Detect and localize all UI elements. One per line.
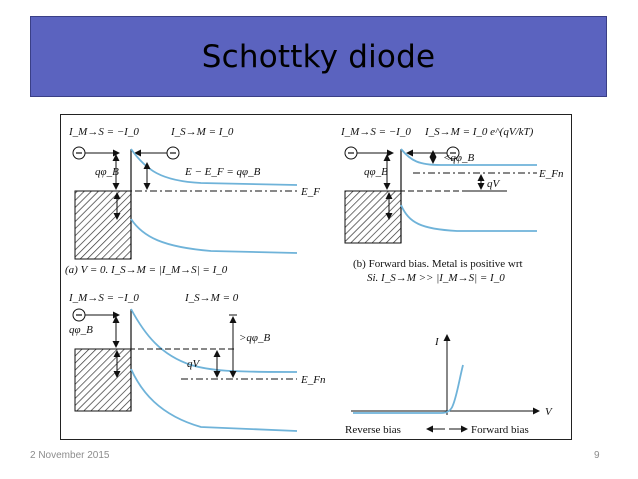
panel-b-caption-line2: Si. I_S→M >> |I_M→S| = I_0 bbox=[367, 272, 505, 284]
metal-block bbox=[74, 348, 132, 412]
panel-a-caption: (a) V = 0. I_S→M = |I_M→S| = I_0 bbox=[65, 264, 228, 276]
panel-b-voltage-label: qV bbox=[487, 178, 501, 190]
reverse-bias-label: Reverse bias bbox=[345, 424, 401, 436]
panel-a-current-sm: I_S→M = I_0 bbox=[170, 126, 234, 138]
iv-characteristic-plot: I V Reverse bias Forward bias bbox=[345, 334, 553, 436]
footer-page-number: 9 bbox=[594, 450, 600, 461]
forward-bias-label: Forward bias bbox=[471, 424, 529, 436]
panel-b-caption-line1: (b) Forward bias. Metal is positive wrt bbox=[353, 258, 523, 270]
panel-a-barrier-label: qφ_B bbox=[95, 166, 119, 178]
panel-b-current-sm: I_S→M = I_0 e^(qV/kT) bbox=[424, 126, 534, 138]
panel-b-current-ms: I_M→S = −I_0 bbox=[340, 126, 411, 138]
schottky-band-diagram-figure: I_M→S = −I_0 I_S→M = I_0 qφ_B E − E_F = … bbox=[60, 114, 572, 440]
conduction-band bbox=[130, 148, 298, 186]
valence-band bbox=[130, 218, 298, 254]
footer-date: 2 November 2015 bbox=[30, 450, 110, 461]
panel-a-fermi-label: E_F bbox=[300, 186, 320, 198]
title-bar: Schottky diode bbox=[30, 16, 607, 97]
panel-c-reverse-bias: I_M→S = −I_0 I_S→M = 0 qφ_B >qφ_B qV E_F… bbox=[68, 292, 326, 432]
panel-c-fermi-label: E_Fn bbox=[300, 374, 326, 386]
panel-c-current-sm: I_S→M = 0 bbox=[184, 292, 239, 304]
panel-b-barrier-label: qφ_B bbox=[364, 166, 388, 178]
panel-c-increased-barrier: >qφ_B bbox=[239, 332, 271, 344]
conduction-band bbox=[400, 148, 537, 166]
metal-block bbox=[344, 190, 402, 244]
conduction-band bbox=[130, 308, 298, 373]
metal-block bbox=[74, 190, 132, 260]
panel-c-current-ms: I_M→S = −I_0 bbox=[68, 292, 139, 304]
panel-a-current-ms: I_M→S = −I_0 bbox=[68, 126, 139, 138]
electron-icon bbox=[166, 146, 180, 160]
valence-band bbox=[130, 368, 298, 432]
panel-b-fermi-label: E_Fn bbox=[538, 168, 564, 180]
slide-title: Schottky diode bbox=[201, 38, 436, 75]
electron-icon bbox=[72, 308, 86, 322]
electron-icon bbox=[72, 146, 86, 160]
panel-b-reduced-barrier: <qφ_B bbox=[443, 152, 475, 164]
valence-band bbox=[400, 204, 537, 232]
panel-a-energy-eq: E − E_F = qφ_B bbox=[184, 166, 261, 178]
panel-c-barrier-label: qφ_B bbox=[69, 324, 93, 336]
electron-icon bbox=[344, 146, 358, 160]
panel-a-equilibrium: I_M→S = −I_0 I_S→M = I_0 qφ_B E − E_F = … bbox=[65, 126, 320, 276]
panel-b-forward-bias: I_M→S = −I_0 I_S→M = I_0 e^(qV/kT) qφ_B … bbox=[340, 126, 564, 284]
iv-curve bbox=[353, 364, 464, 414]
panel-c-voltage-label: qV bbox=[187, 358, 201, 370]
iv-x-axis-label: V bbox=[545, 406, 553, 418]
iv-y-axis-label: I bbox=[434, 336, 440, 348]
